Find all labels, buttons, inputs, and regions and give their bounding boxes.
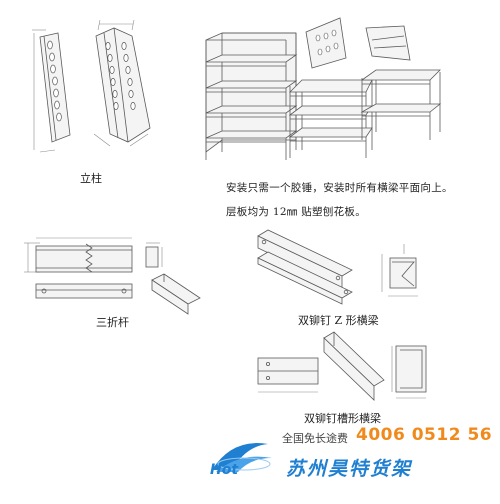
label-channel-beam: 双铆钉槽形横梁 — [304, 412, 381, 425]
free-call-text: 全国免长途费 — [282, 432, 348, 445]
detail-inset-right — [365, 25, 411, 61]
company-logo — [212, 443, 272, 472]
brand-name: 苏州昊特货架 — [286, 458, 413, 480]
install-note-line2: 层板均为 12㎜ 贴塑刨花板。 — [226, 206, 367, 218]
shelving-unit-mid — [288, 79, 373, 158]
logo-text: Hot — [210, 462, 239, 478]
column-front-view — [32, 29, 71, 153]
shelving-unit-tall — [205, 32, 298, 160]
detail-inset-left — [305, 17, 347, 69]
channel-beam-drawing — [257, 331, 427, 401]
label-z-beam: 双铆钉 Z 形横梁 — [298, 314, 379, 327]
column-angle-view — [93, 19, 151, 147]
tri-fold-bar-drawing — [24, 237, 201, 315]
phone-number: 4006 0512 56 — [356, 425, 493, 445]
label-column: 立柱 — [80, 172, 102, 185]
label-tri-fold-bar: 三折杆 — [96, 316, 129, 329]
install-note-line1: 安装只需一个胶锤，安装时所有横梁平面向上。 — [226, 182, 453, 194]
shelving-unit-short — [360, 69, 442, 140]
z-beam-drawing — [257, 229, 418, 305]
